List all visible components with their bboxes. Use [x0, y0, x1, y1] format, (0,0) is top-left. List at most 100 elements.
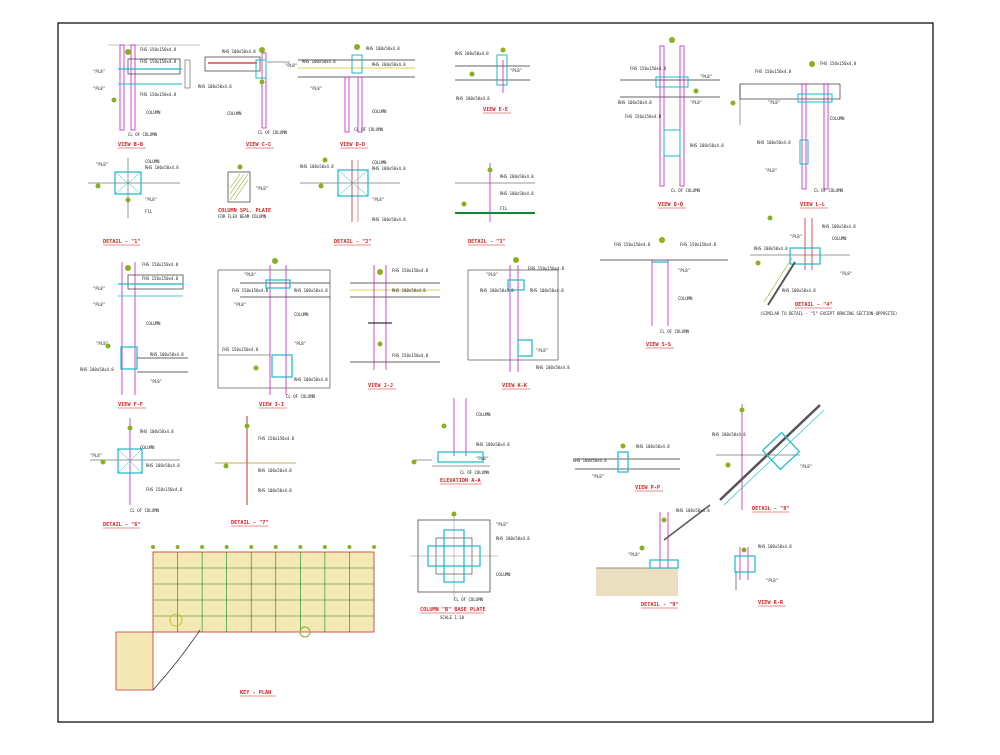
view-ee: RHS 100x50x4.8 "PL8" RHS 100x50x4.8 VIEW… — [455, 47, 530, 114]
grid-bubble — [200, 545, 205, 549]
view-bb-title: VIEW B-B — [118, 142, 143, 148]
pl-label: "PL8" — [840, 271, 852, 276]
view-cc-title: VIEW C-C — [246, 142, 271, 148]
key-plan-title: KEY - PLAN — [240, 690, 271, 696]
elevation-title: ELEVATION A-A — [440, 478, 481, 484]
detail-4-note: (SIMILAR TO DETAIL - "5" EXCEPT BRACING … — [760, 311, 897, 316]
pl-label: "PL8" — [96, 341, 108, 346]
detail-4: RHS 100x50x4.8 "PL8" COLUMN RHS 100x50x4… — [750, 215, 897, 316]
cl-column-label: CL OF COLUMN — [660, 329, 689, 334]
rhs-label: RHS 100x50x4.8 — [294, 288, 328, 293]
rhs-label: RHS 100x50x4.8 — [302, 59, 336, 64]
view-jj-title: VIEW J-J — [368, 383, 393, 389]
rhs-label: RHS 100x50x4.8 — [758, 544, 792, 549]
rhs-label: RHS 100x50x4.8 — [536, 365, 570, 370]
rhs-label: RHS 100x50x4.8 — [294, 377, 328, 382]
rhs-label: RHS 100x50x4.8 — [636, 444, 670, 449]
rhs-label: RHS 100x50x4.8 — [573, 458, 607, 463]
column-label: COLUMN — [372, 109, 387, 114]
rhs-label: RHS 100x50x4.8 — [690, 143, 724, 148]
rhs-label: RHS 100x50x4.8 — [372, 62, 406, 67]
column-label: COLUMN — [678, 296, 693, 301]
pl-label: "PL8" — [93, 69, 105, 74]
elevation-column-base: COLUMN RHS 100x50x4.8 "PL8" CL OF COLUMN… — [411, 398, 510, 485]
fhs-label: FHS 150x150x4.8 — [232, 288, 269, 293]
fhs-label: FHS 150x150x4.8 — [625, 114, 662, 119]
fhs-label: FHS 150x150x4.8 — [140, 47, 177, 52]
view-ll: FHS 150x150x4.8 FHS 150x150x4.8 "PL8" CO… — [730, 61, 857, 209]
rhs-label: RHS 100x50x4.8 — [146, 463, 180, 468]
detail-7-title: DETAIL - "7" — [231, 520, 268, 526]
pl-label: "PL8" — [628, 552, 640, 557]
rhs-label: RHS 100x50x4.8 — [530, 288, 564, 293]
view-ff-title: VIEW F-F — [118, 402, 143, 408]
view-qq-title: VIEW Q-Q — [658, 202, 683, 208]
cl-column-label: CL OF COLUMN — [454, 597, 483, 602]
pl-label: "PL8" — [768, 100, 780, 105]
rhs-label: RHS 100x50x4.8 — [300, 164, 334, 169]
pl-label: "PL8" — [476, 456, 488, 461]
grid-bubble — [322, 545, 327, 549]
fhs-label: FHS 150x150x4.8 — [142, 262, 179, 267]
rhs-label: RHS 100x50x4.8 — [500, 191, 534, 196]
pl-label: "PL8" — [310, 86, 322, 91]
cl-column-label: CL OF COLUMN — [354, 127, 383, 132]
fhs-label: FHS 150x150x4.8 — [820, 61, 857, 66]
fhs-label: FHS 150x150x4.8 — [614, 242, 651, 247]
rhs-label: RHS 100x50x4.8 — [372, 166, 406, 171]
view-ss-title: VIEW S-S — [646, 342, 671, 348]
detail-8: RHS 100x50x4.8 "PL8" DETAIL - "8" — [712, 404, 825, 513]
fhs-label: FHS 150x150x4.8 — [140, 59, 177, 64]
view-pp-title: VIEW P-P — [635, 485, 660, 491]
view-ss: FHS 150x150x4.8 FHS 150x150x4.8 "PL8" CO… — [600, 237, 728, 349]
pl-label: "PL8" — [93, 86, 105, 91]
pl-label: "PL8" — [150, 379, 162, 384]
view-kk-title: VIEW K-K — [502, 383, 528, 389]
pl-label: "PL8" — [690, 100, 702, 105]
fhs-label: FHS 150x150x4.8 — [392, 268, 429, 273]
fhs-label: FHS 150x150x4.8 — [630, 66, 667, 71]
column-label: COLUMN — [476, 412, 491, 417]
key-plan: KEY - PLAN — [115, 545, 376, 697]
fil-label: FIL — [500, 206, 508, 211]
column-splice-plate: "PL8" COLUMN SPL. PLATE FOR FLEX BEAM CO… — [218, 164, 271, 219]
cl-column-label: CL OF COLUMN — [130, 508, 159, 513]
grid-bubble — [347, 545, 352, 549]
detail-1-title: DETAIL - "1" — [103, 239, 140, 245]
rhs-label: RHS 100x50x4.8 — [754, 246, 788, 251]
view-qq: FHS 150x150x4.8 "PL8" RHS 100x50x4.8 "PL… — [618, 37, 724, 209]
rhs-label: RHS 100x50x4.8 — [80, 367, 114, 372]
detail-7: FHS 150x150x4.8 RHS 100x50x4.8 RHS 100x5… — [215, 416, 296, 527]
base-plate-subtitle: SCALE 1:10 — [440, 615, 465, 620]
rhs-label: RHS 100x50x4.8 — [198, 84, 232, 89]
view-ii-title: VIEW I-I — [259, 402, 284, 408]
column-label: COLUMN — [496, 572, 511, 577]
rhs-label: RHS 100x50x4.8 — [757, 140, 791, 145]
detail-2: RHS 100x50x4.8 COLUMN RHS 100x50x4.8 "PL… — [300, 157, 406, 246]
rhs-label: RHS 100x50x4.8 — [150, 352, 184, 357]
fhs-label: FHS 150x150x4.8 — [140, 92, 177, 97]
rhs-label: RHS 100x50x4.8 — [480, 288, 514, 293]
key-plan-grid — [151, 545, 376, 632]
view-jj: FHS 150x150x4.8 RHS 100x50x4.8 FHS 150x1… — [350, 265, 440, 390]
splice-plate-title: COLUMN SPL. PLATE — [218, 208, 271, 214]
grid-bubble — [175, 545, 180, 549]
detail-9-title: DETAIL - "9" — [641, 602, 678, 608]
fhs-label: FHS 150x150x4.8 — [258, 436, 295, 441]
rhs-label: RHS 100x50x4.8 — [258, 488, 292, 493]
base-plate-plan: "PL8" RHS 100x50x4.8 COLUMN CL OF COLUMN… — [410, 511, 530, 620]
rhs-label: RHS 100x50x4.8 — [258, 468, 292, 473]
view-ii: "PL8" FHS 150x150x4.8 RHS 100x50x4.8 "PL… — [217, 258, 331, 409]
pl-label: "PL8" — [372, 197, 384, 202]
pl-label: "PL8" — [294, 341, 306, 346]
pl-label: "PL8" — [510, 68, 522, 73]
column-label: COLUMN — [372, 160, 387, 165]
pl-label: "PL8" — [536, 348, 548, 353]
pl-label: "PL8" — [145, 197, 157, 202]
pl-label: "PL8" — [93, 302, 105, 307]
pl-label: "PL8" — [765, 168, 777, 173]
cl-column-label: CL OF COLUMN — [128, 132, 157, 137]
rhs-label: RHS 100x50x4.8 — [372, 217, 406, 222]
rhs-label: RHS 100x50x4.8 — [476, 442, 510, 447]
rhs-label: RHS 100x50x4.8 — [392, 288, 426, 293]
